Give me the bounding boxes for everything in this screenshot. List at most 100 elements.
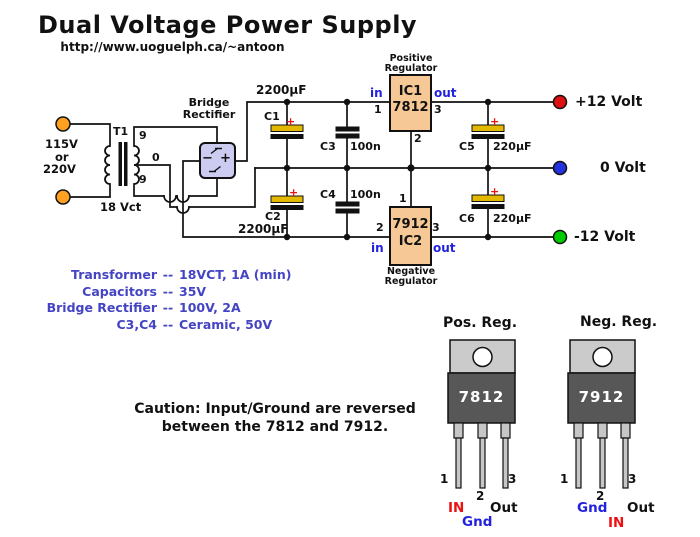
ic2-pin3: 3 bbox=[432, 221, 440, 234]
tap-bot-label: 9 bbox=[139, 173, 147, 186]
c1-label: C1 bbox=[264, 110, 280, 123]
bridge-rectifier-symbol bbox=[199, 142, 236, 179]
ic1-box bbox=[389, 74, 432, 132]
junction-dots bbox=[283, 98, 492, 241]
ic1-out-label: out bbox=[434, 86, 457, 100]
ic1-pin3: 3 bbox=[434, 103, 442, 116]
c3-label: C3 bbox=[320, 140, 336, 153]
bridge-minus-sign: − bbox=[202, 151, 213, 166]
ic2-text: 7912 IC2 bbox=[392, 217, 429, 249]
package-legs bbox=[453, 422, 511, 489]
c2-label: C2 bbox=[265, 210, 281, 223]
neg-pin3-label: Out bbox=[627, 500, 655, 516]
c1-polarity: + bbox=[286, 115, 296, 128]
c5-positive-plate bbox=[471, 124, 505, 132]
ic2-pin1: 1 bbox=[399, 192, 407, 205]
ground-output-label: 0 Volt bbox=[600, 160, 646, 176]
bridge-rectifier-label: Bridge Rectifier bbox=[182, 96, 236, 121]
neg-reg-title: Neg. Reg. bbox=[580, 314, 658, 330]
transformer-name: T1 bbox=[113, 125, 129, 138]
ic1-pin2: 2 bbox=[414, 132, 422, 145]
tap-mid-label: 0 bbox=[152, 151, 160, 164]
input-voltage-line2: or bbox=[55, 150, 69, 164]
pos-pin1-number: 1 bbox=[440, 472, 449, 486]
c3-plate bbox=[335, 133, 360, 139]
package-legs bbox=[573, 422, 631, 489]
ic2-pin2: 2 bbox=[376, 221, 384, 234]
c6-label: C6 bbox=[459, 212, 475, 225]
positive-output-label: +12 Volt bbox=[575, 94, 643, 110]
pos-pin1-label: IN bbox=[448, 500, 465, 516]
c3-plate bbox=[335, 126, 360, 132]
neg-pin3-number: 3 bbox=[628, 472, 637, 486]
primary-coil bbox=[104, 145, 111, 185]
c6-positive-plate bbox=[471, 194, 505, 202]
pos-pin2-number: 2 bbox=[476, 489, 485, 503]
pos-pin2-label: Gnd bbox=[462, 514, 493, 530]
pos-reg-title: Pos. Reg. bbox=[443, 315, 518, 331]
caution-note: Caution: Input/Ground are reversed betwe… bbox=[134, 401, 416, 435]
c3-value: 100n bbox=[350, 140, 381, 153]
c1-value: 2200µF bbox=[256, 83, 307, 97]
secondary-coil bbox=[133, 145, 140, 185]
ic1-pin1: 1 bbox=[374, 103, 382, 116]
spec-row: Bridge Rectifier -- 100V, 2A bbox=[46, 300, 241, 315]
wires bbox=[62, 101, 561, 238]
ground-output-terminal bbox=[552, 160, 568, 176]
ic1-text: IC1 7812 bbox=[392, 84, 429, 115]
c5-value: 220µF bbox=[493, 140, 532, 153]
transformer-symbol bbox=[104, 142, 140, 186]
mounting-hole bbox=[472, 346, 493, 368]
ic1-in-label: in bbox=[370, 86, 383, 100]
c6-negative-plate bbox=[471, 204, 505, 209]
bridge-plus-sign: + bbox=[220, 151, 231, 166]
c6-polarity: + bbox=[490, 185, 500, 198]
neg-pin1-number: 1 bbox=[560, 472, 569, 486]
ic2-function-label: Negative Regulator bbox=[384, 266, 438, 287]
to220-neg-package bbox=[567, 339, 636, 489]
core-bar bbox=[118, 142, 122, 186]
mounting-hole bbox=[592, 346, 613, 368]
spec-row: Transformer -- 18VCT, 1A (min) bbox=[71, 267, 292, 282]
c4-label: C4 bbox=[320, 188, 336, 201]
capacitor-plates bbox=[270, 124, 505, 214]
c5-negative-plate bbox=[471, 134, 505, 139]
ic2-in-label: in bbox=[371, 241, 384, 255]
diode-mark bbox=[209, 147, 222, 173]
ic2-box bbox=[389, 206, 432, 266]
page-url: http://www.uoguelph.ca/~antoon bbox=[60, 40, 285, 54]
pos-reg-part-number: 7812 bbox=[458, 388, 505, 406]
c2-positive-plate bbox=[270, 195, 304, 203]
neg-pin2-number: 2 bbox=[596, 489, 605, 503]
input-voltage-line3: 220V bbox=[43, 162, 76, 176]
core-bar bbox=[124, 142, 128, 186]
terminals bbox=[55, 94, 568, 245]
c2-negative-plate bbox=[270, 205, 304, 210]
ac-input-terminal bbox=[55, 189, 71, 205]
input-voltage-line1: 115V bbox=[45, 137, 78, 151]
c2-value: 2200µF bbox=[238, 222, 289, 236]
neg-pin1-label: Gnd bbox=[577, 500, 608, 516]
ac-input-terminal bbox=[55, 116, 71, 132]
spec-row: Capacitors -- 35V bbox=[82, 283, 207, 299]
c5-label: C5 bbox=[459, 140, 475, 153]
c5-polarity: + bbox=[490, 115, 500, 128]
neg-pin2-label: IN bbox=[608, 515, 625, 531]
neg-reg-part-number: 7912 bbox=[578, 388, 625, 406]
c4-value: 100n bbox=[350, 188, 381, 201]
positive-output-terminal bbox=[552, 94, 568, 110]
c4-plate bbox=[335, 208, 360, 214]
c6-value: 220µF bbox=[493, 212, 532, 225]
c2-polarity: + bbox=[289, 186, 299, 199]
pos-pin3-number: 3 bbox=[508, 472, 517, 486]
negative-output-terminal bbox=[552, 229, 568, 245]
negative-output-label: -12 Volt bbox=[574, 229, 636, 245]
pos-pin3-label: Out bbox=[490, 500, 518, 516]
to220-pos-package bbox=[447, 339, 516, 489]
ic1-function-label: Positive Regulator bbox=[384, 53, 438, 74]
ic2-out-label: out bbox=[433, 241, 456, 255]
c1-negative-plate bbox=[270, 134, 304, 139]
c1-positive-plate bbox=[270, 124, 304, 132]
